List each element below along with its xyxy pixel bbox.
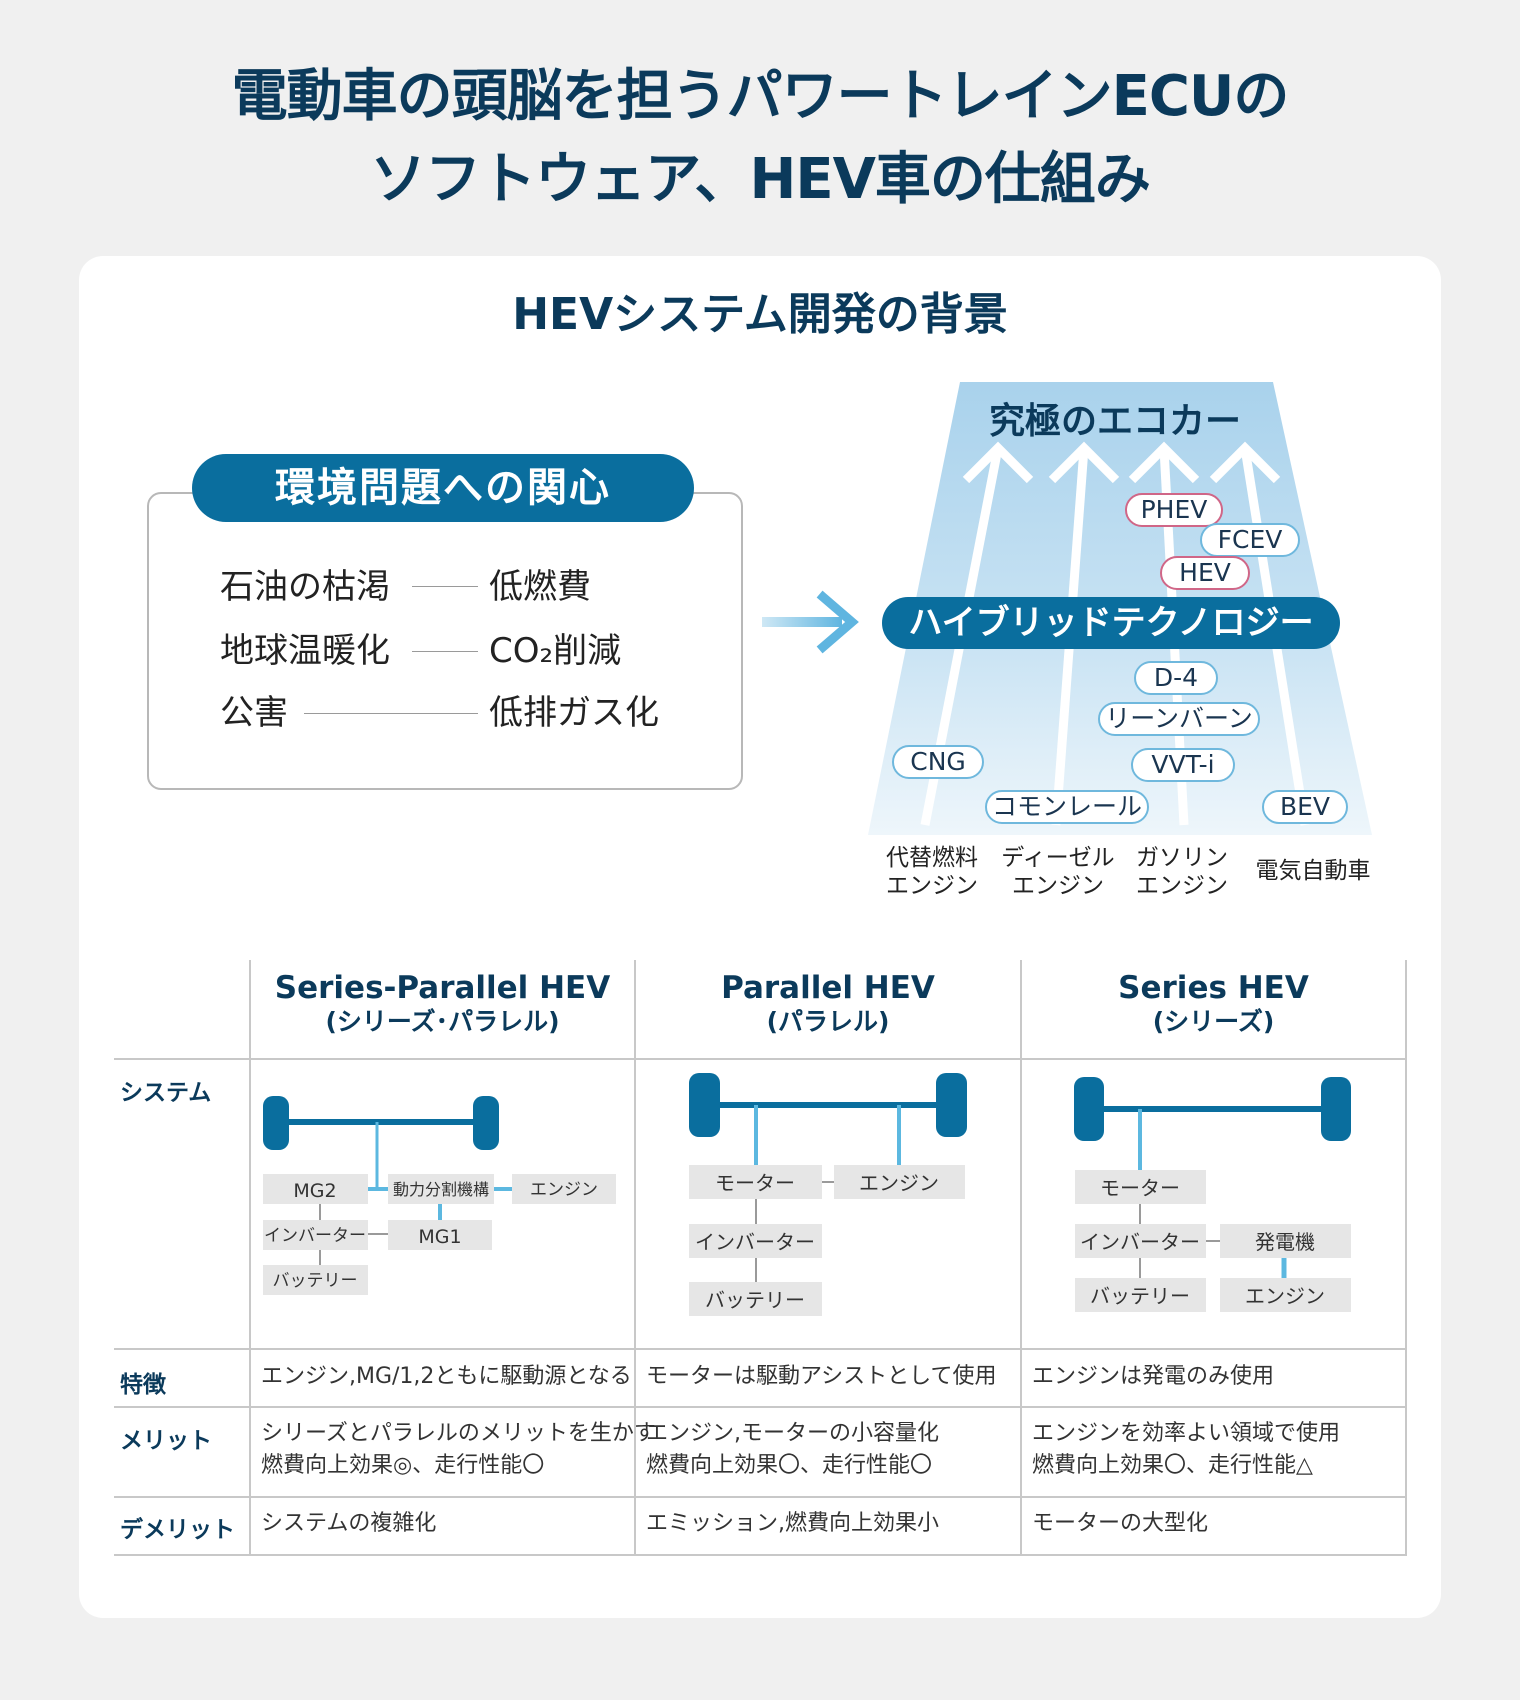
page-title-line2: ソフトウェア、HEV車の仕組み <box>370 147 1151 212</box>
demerit-cell-parallel: エミッション,燃費向上効果小 <box>646 1511 939 1536</box>
table-divider-h5 <box>114 1554 1407 1556</box>
feature-cell-parallel: モーターは駆動アシストとして使用 <box>646 1364 997 1389</box>
table-divider-v2 <box>634 960 636 1556</box>
table-divider-h1 <box>114 1058 1407 1060</box>
column-head-parallel: Parallel HEV (パラレル) <box>721 970 935 1036</box>
page-title: 電動車の頭脳を担うパワートレインECUの ソフトウェア、HEV車の仕組み <box>0 55 1520 221</box>
table-divider-h2 <box>114 1348 1407 1350</box>
hybrid-technology-banner: ハイブリッドテクノロジー <box>882 597 1340 649</box>
merit-cell-series: エンジンを効率よい領域で使用 燃費向上効果〇、走行性能△ <box>1032 1421 1341 1478</box>
row-label-demerits: デメリット <box>120 1517 235 1543</box>
env-connector-3 <box>304 713 478 714</box>
table-divider-h3 <box>114 1406 1407 1408</box>
env-cause-1: 石油の枯渇 <box>220 567 390 607</box>
tech-pill-common-rail: コモンレール <box>985 790 1149 824</box>
row-label-system: システム <box>120 1080 212 1106</box>
row-label-merits: メリット <box>120 1428 212 1454</box>
env-effect-2: CO₂削減 <box>489 631 622 671</box>
feature-cell-series: エンジンは発電のみ使用 <box>1032 1364 1275 1389</box>
base-label-diesel: ディーゼル エンジン <box>1001 845 1115 899</box>
row-label-features: 特徴 <box>120 1372 166 1398</box>
tech-pill-vvti: VVT-i <box>1131 748 1235 782</box>
environment-label: 環境問題への関心 <box>192 454 694 522</box>
tech-pill-fcev: FCEV <box>1200 523 1300 557</box>
tech-pill-leanburn: リーンバーン <box>1098 702 1260 736</box>
tech-pill-cng: CNG <box>892 745 984 779</box>
feature-cell-series-parallel: エンジン,MG/1,2ともに駆動源となる <box>261 1364 632 1389</box>
env-cause-2: 地球温暖化 <box>220 631 390 671</box>
tech-pill-bev: BEV <box>1262 790 1348 824</box>
base-label-ev: 電気自動車 <box>1255 858 1371 884</box>
environment-box <box>147 492 743 790</box>
env-connector-1 <box>412 586 478 587</box>
env-connector-2 <box>412 651 478 652</box>
env-cause-3: 公害 <box>220 693 288 733</box>
demerit-cell-series-parallel: システムの複雑化 <box>261 1511 437 1536</box>
merit-cell-parallel: エンジン,モーターの小容量化 燃費向上効果〇、走行性能〇 <box>646 1421 939 1478</box>
merit-cell-series-parallel: シリーズとパラレルのメリットを生かす 燃費向上効果◎、走行性能〇 <box>261 1421 656 1478</box>
base-label-gasoline: ガソリン エンジン <box>1136 845 1228 899</box>
column-head-series-parallel: Series-Parallel HEV (シリーズ･パラレル) <box>274 970 611 1036</box>
column-head-series: Series HEV (シリーズ) <box>1118 970 1309 1036</box>
table-divider-v4 <box>1405 960 1407 1556</box>
tech-pill-hev: HEV <box>1160 556 1250 590</box>
env-effect-1: 低燃費 <box>489 567 591 607</box>
table-divider-v1 <box>249 960 251 1556</box>
env-effect-3: 低排ガス化 <box>489 693 659 733</box>
tech-pill-phev: PHEV <box>1125 493 1223 527</box>
demerit-cell-series: モーターの大型化 <box>1032 1511 1209 1536</box>
table-divider-v3 <box>1020 960 1022 1556</box>
eco-top-label: 究極のエコカー <box>988 401 1241 442</box>
section-title: HEVシステム開発の背景 <box>512 289 1008 340</box>
tech-pill-d4: D-4 <box>1134 661 1218 695</box>
base-label-alt-fuel: 代替燃料 エンジン <box>886 845 978 899</box>
page-title-line1: 電動車の頭脳を担うパワートレインECUの <box>231 64 1290 129</box>
table-divider-h4 <box>114 1496 1407 1498</box>
